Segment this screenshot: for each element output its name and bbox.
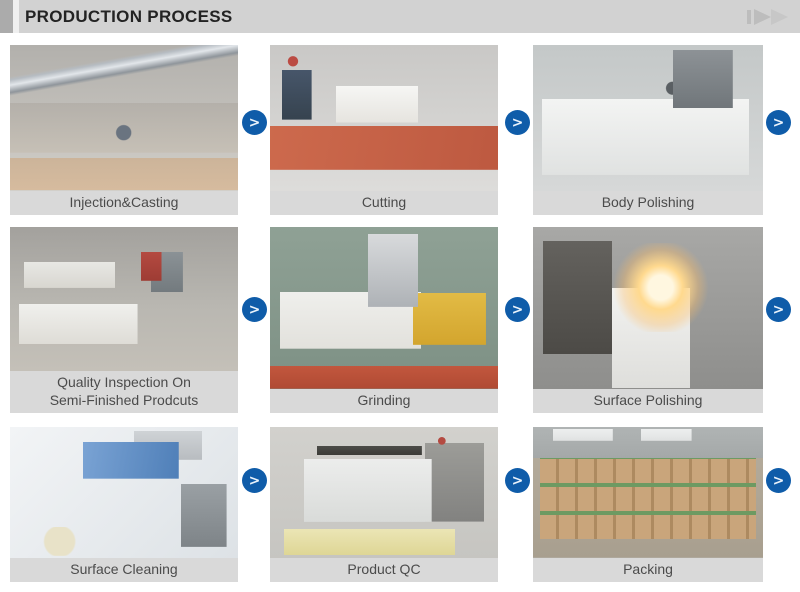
process-step-card: Packing bbox=[533, 427, 763, 582]
header-bar: PRODUCTION PROCESS bbox=[19, 0, 800, 33]
process-step-card: Grinding bbox=[270, 227, 498, 413]
process-step-card: Body Polishing bbox=[533, 45, 763, 215]
header-accent-block bbox=[0, 0, 13, 33]
next-step-arrow-icon: > bbox=[505, 110, 530, 135]
process-step-card: Product QC bbox=[270, 427, 498, 582]
photo-grinding bbox=[270, 227, 498, 389]
step-caption: Cutting bbox=[270, 190, 498, 215]
photo-quality-inspection bbox=[10, 227, 238, 371]
next-step-arrow-icon: > bbox=[242, 468, 267, 493]
photo-body-polishing bbox=[533, 45, 763, 191]
photo-packing bbox=[533, 427, 763, 558]
step-caption: Body Polishing bbox=[533, 190, 763, 215]
header-accent-gap bbox=[13, 0, 19, 33]
next-step-arrow-icon: > bbox=[766, 297, 791, 322]
process-step-card: Surface Cleaning bbox=[10, 427, 238, 582]
page-title: PRODUCTION PROCESS bbox=[25, 6, 233, 26]
photo-product-qc bbox=[270, 427, 498, 558]
next-step-arrow-icon: > bbox=[505, 468, 530, 493]
fast-forward-icon bbox=[747, 8, 788, 25]
process-step-card: Injection&Casting bbox=[10, 45, 238, 215]
next-step-arrow-icon: > bbox=[505, 297, 530, 322]
process-step-card: Cutting bbox=[270, 45, 498, 215]
step-caption: Surface Cleaning bbox=[10, 557, 238, 582]
header: PRODUCTION PROCESS bbox=[0, 0, 800, 33]
step-caption: Product QC bbox=[270, 557, 498, 582]
step-caption: Grinding bbox=[270, 388, 498, 413]
photo-surface-polishing bbox=[533, 227, 763, 389]
step-caption: Quality Inspection On Semi-Finished Prod… bbox=[10, 371, 238, 413]
step-caption: Injection&Casting bbox=[10, 190, 238, 215]
next-step-arrow-icon: > bbox=[766, 110, 791, 135]
photo-injection-casting bbox=[10, 45, 238, 191]
next-step-arrow-icon: > bbox=[242, 110, 267, 135]
photo-surface-cleaning bbox=[10, 427, 238, 558]
next-step-arrow-icon: > bbox=[242, 297, 267, 322]
process-step-card: Quality Inspection On Semi-Finished Prod… bbox=[10, 227, 238, 413]
step-caption: Surface Polishing bbox=[533, 388, 763, 413]
step-caption: Packing bbox=[533, 557, 763, 582]
next-step-arrow-icon: > bbox=[766, 468, 791, 493]
process-step-card: Surface Polishing bbox=[533, 227, 763, 413]
photo-cutting bbox=[270, 45, 498, 191]
